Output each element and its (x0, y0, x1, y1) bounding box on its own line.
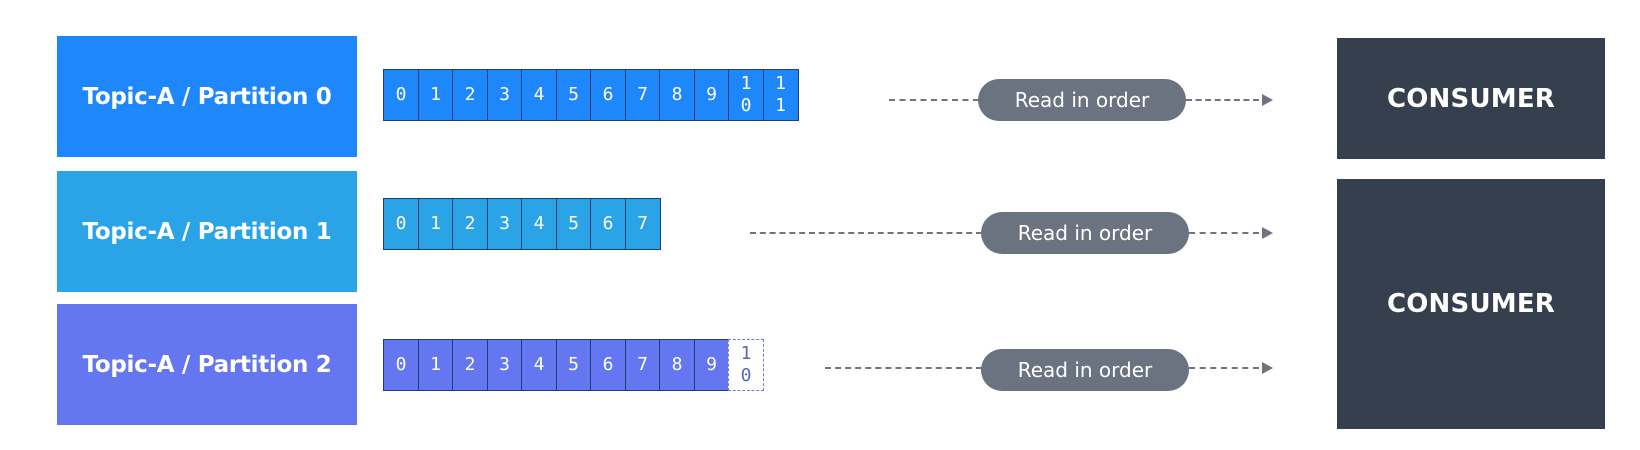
arrow-line-0-left (889, 99, 979, 101)
read-in-order-pill-1: Read in order (981, 212, 1189, 254)
consumer-block-1: CONSUMER (1337, 38, 1605, 159)
offset-cell: 7 (624, 339, 661, 391)
partition-2-block: Topic-A / Partition 2 (57, 304, 357, 425)
offset-cell: 2 (452, 198, 488, 250)
read-in-order-label-2: Read in order (1017, 358, 1153, 382)
arrow-line-0-right (1186, 99, 1259, 101)
offset-cell: 3 (486, 339, 523, 391)
offset-cell: 5 (555, 339, 592, 391)
arrow-line-2-right (1189, 367, 1259, 369)
arrow-head-2 (1262, 362, 1273, 374)
offset-cell: 1 (417, 69, 454, 121)
offset-cell: 9 (693, 69, 730, 121)
offset-cell: 0 (383, 339, 419, 391)
offset-cell: 4 (521, 69, 557, 121)
consumer-block-2: CONSUMER (1337, 179, 1605, 429)
offset-cell: 1 (417, 198, 454, 250)
offset-cell: 5 (555, 198, 592, 250)
offset-cell: 1 (417, 339, 454, 391)
read-in-order-pill-0: Read in order (978, 79, 1186, 121)
arrow-head-1 (1262, 227, 1273, 239)
read-in-order-pill-2: Read in order (981, 349, 1189, 391)
offset-cell: 3 (486, 198, 523, 250)
arrow-line-1-right (1189, 232, 1259, 234)
consumer-2-label: CONSUMER (1386, 289, 1556, 319)
offset-cell: 8 (659, 69, 695, 121)
offset-cell: 6 (590, 69, 626, 121)
pending-offset-cell: 1 0 (728, 339, 764, 391)
offset-cell: 8 (659, 339, 695, 391)
offset-cell: 0 (383, 69, 419, 121)
partition-0-block: Topic-A / Partition 0 (57, 36, 357, 157)
read-in-order-label-0: Read in order (1014, 88, 1150, 112)
partition-0-label: Topic-A / Partition 0 (82, 83, 332, 110)
partition-1-block: Topic-A / Partition 1 (57, 171, 357, 292)
offset-cell: 4 (521, 198, 557, 250)
consumer-1-label: CONSUMER (1386, 83, 1556, 114)
offset-cell: 5 (555, 69, 592, 121)
read-in-order-label-1: Read in order (1017, 221, 1153, 245)
arrow-line-2-left (825, 367, 982, 369)
offset-cell: 1 1 (762, 69, 799, 121)
offset-cell: 2 (452, 339, 488, 391)
arrow-head-0 (1262, 94, 1273, 106)
partition-1-label: Topic-A / Partition 1 (82, 218, 332, 245)
offset-cell: 7 (624, 69, 661, 121)
offset-cell: 4 (521, 339, 557, 391)
offset-cell: 9 (693, 339, 730, 391)
offset-cell: 2 (452, 69, 488, 121)
offset-cell: 0 (383, 198, 419, 250)
offset-cell: 6 (590, 198, 626, 250)
offset-cell: 6 (590, 339, 626, 391)
arrow-line-1-left (750, 232, 982, 234)
offset-cell: 3 (486, 69, 523, 121)
offset-cell: 7 (624, 198, 661, 250)
partition-2-label: Topic-A / Partition 2 (82, 351, 332, 378)
offset-cell: 1 0 (728, 69, 764, 121)
